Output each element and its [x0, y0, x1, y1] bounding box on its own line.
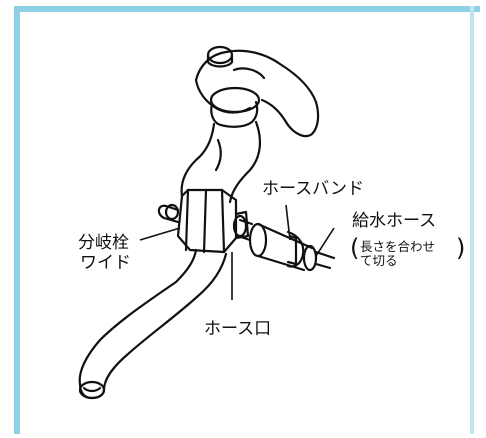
hose-port-nozzle: [236, 218, 254, 242]
hose: [248, 222, 336, 272]
label-hose-band: ホースバンド: [262, 179, 364, 199]
label-water-hose: 給水ホース: [352, 211, 437, 231]
paren-open: (: [350, 234, 360, 262]
handle-icon: [194, 45, 320, 138]
label-bunkisen-line2: ワイド: [80, 253, 131, 273]
label-water-hose-note-line2: て切る: [360, 253, 398, 268]
spout: [78, 248, 228, 400]
label-water-hose-note-line1: 長さを合わせ: [360, 239, 436, 254]
paren-close: ): [456, 234, 466, 262]
leader-lines: [139, 204, 335, 300]
label-bunkisen-line1: 分岐栓: [78, 233, 129, 253]
frame-border: [14, 6, 480, 434]
label-hose-port: ホース口: [204, 319, 272, 339]
faucet-body: [180, 120, 262, 204]
bunkisen-coupling: [157, 188, 250, 254]
